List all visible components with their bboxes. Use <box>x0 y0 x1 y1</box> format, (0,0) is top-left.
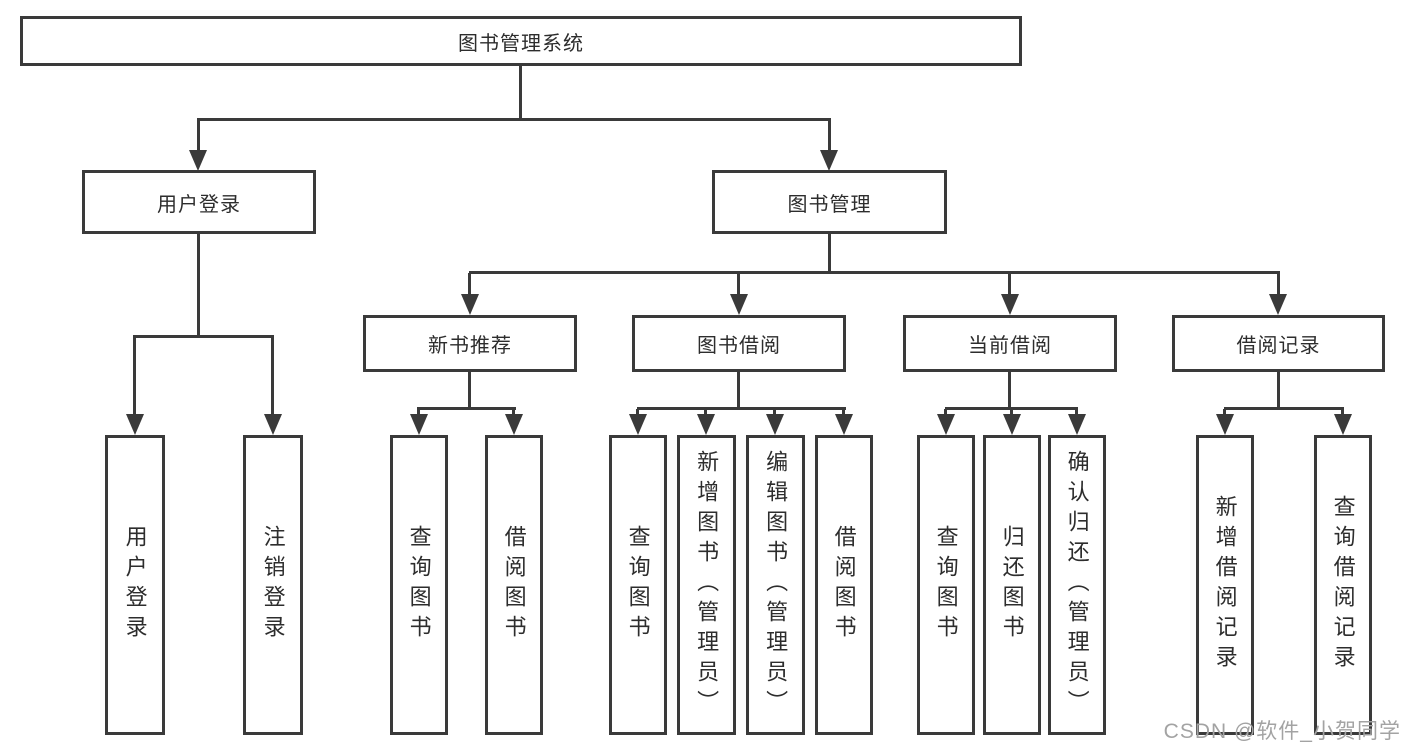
arrow-down-icon <box>820 150 838 171</box>
connector-drop-level3 <box>468 273 471 297</box>
node-leaf-add-book-admin-label: 新增图书（管理员） <box>694 450 720 720</box>
connector-drop-leaf <box>636 409 639 417</box>
connector-records-bus <box>1224 407 1344 410</box>
node-user-login: 用户登录 <box>82 170 316 234</box>
node-leaf-query-borrow-record: 查询借阅记录 <box>1314 435 1372 735</box>
connector-drop-book-management <box>828 118 831 152</box>
connector-drop-level3 <box>1277 273 1280 297</box>
node-leaf-edit-book-admin-label: 编辑图书（管理员） <box>763 450 789 720</box>
arrow-down-icon <box>505 414 523 435</box>
node-leaf-query-borrow-record-label: 查询借阅记录 <box>1330 495 1356 675</box>
connector-recommend-bus <box>417 407 516 410</box>
arrow-down-icon <box>766 414 784 435</box>
watermark-text: CSDN @软件_小贺同学 <box>1163 720 1401 743</box>
node-leaf-add-borrow-record: 新增借阅记录 <box>1196 435 1254 735</box>
arrow-down-icon <box>730 294 748 315</box>
node-book-management-label: 图书管理 <box>787 193 872 216</box>
connector-current-stem <box>1008 372 1011 409</box>
node-leaf-return-books-label: 归还图书 <box>999 525 1025 645</box>
node-leaf-query-books-recommend-label: 查询图书 <box>406 525 432 645</box>
node-leaf-borrow-books: 借阅图书 <box>815 435 873 735</box>
connector-drop-level3 <box>1008 273 1011 297</box>
arrow-down-icon <box>189 150 207 171</box>
node-borrow-records-label: 借阅记录 <box>1236 335 1321 357</box>
connector-drop-leaf <box>1223 409 1226 417</box>
connector-userlogin-stem <box>197 234 200 335</box>
node-leaf-borrow-books-label: 借阅图书 <box>831 525 857 645</box>
connector-drop-leaf <box>133 337 136 417</box>
connector-drop-leaf <box>704 409 707 417</box>
node-new-book-recommend-label: 新书推荐 <box>428 335 512 357</box>
arrow-down-icon <box>126 414 144 435</box>
node-leaf-query-books-current: 查询图书 <box>917 435 975 735</box>
connector-records-stem <box>1277 372 1280 409</box>
connector-drop-leaf <box>1010 409 1013 417</box>
node-book-borrow: 图书借阅 <box>632 315 846 372</box>
node-book-borrow-label: 图书借阅 <box>697 335 781 357</box>
connector-root-stem <box>519 64 522 120</box>
connector-drop-leaf <box>944 409 947 417</box>
arrow-down-icon <box>697 414 715 435</box>
connector-drop-leaf <box>773 409 776 417</box>
node-leaf-query-books-recommend: 查询图书 <box>390 435 448 735</box>
arrow-down-icon <box>1001 294 1019 315</box>
node-borrow-records: 借阅记录 <box>1172 315 1385 372</box>
node-leaf-return-books: 归还图书 <box>983 435 1041 735</box>
arrow-down-icon <box>937 414 955 435</box>
node-leaf-add-book-admin: 新增图书（管理员） <box>677 435 736 735</box>
node-current-borrow-label: 当前借阅 <box>968 335 1052 357</box>
arrow-down-icon <box>264 414 282 435</box>
connector-drop-user-login <box>197 118 200 152</box>
node-book-management: 图书管理 <box>712 170 947 234</box>
node-new-book-recommend: 新书推荐 <box>363 315 577 372</box>
node-leaf-logout-label: 注销登录 <box>260 525 286 645</box>
node-leaf-query-books-current-label: 查询图书 <box>933 525 959 645</box>
node-leaf-edit-book-admin: 编辑图书（管理员） <box>746 435 805 735</box>
connector-drop-level3 <box>737 273 740 297</box>
connector-borrow-bus <box>637 407 846 410</box>
node-system-root: 图书管理系统 <box>20 16 1022 66</box>
node-leaf-confirm-return-admin-label: 确认归还（管理员） <box>1064 450 1090 720</box>
connector-bookmgmt-bus <box>469 271 1280 274</box>
connector-current-bus <box>945 407 1078 410</box>
node-leaf-borrow-books-recommend-label: 借阅图书 <box>501 525 527 645</box>
arrow-down-icon <box>1216 414 1234 435</box>
connector-drop-leaf <box>842 409 845 417</box>
connector-bookmgmt-stem <box>828 234 831 273</box>
arrow-down-icon <box>461 294 479 315</box>
connector-drop-leaf <box>1075 409 1078 417</box>
connector-recommend-stem <box>468 372 471 409</box>
connector-drop-leaf <box>271 337 274 417</box>
connector-drop-leaf <box>417 409 420 417</box>
node-leaf-query-books-borrow: 查询图书 <box>609 435 667 735</box>
arrow-down-icon <box>1334 414 1352 435</box>
node-leaf-confirm-return-admin: 确认归还（管理员） <box>1048 435 1106 735</box>
node-leaf-logout: 注销登录 <box>243 435 303 735</box>
connector-borrow-stem <box>737 372 740 409</box>
node-leaf-user-login: 用户登录 <box>105 435 165 735</box>
arrow-down-icon <box>835 414 853 435</box>
connector-userlogin-bus <box>133 335 274 338</box>
arrow-down-icon <box>1269 294 1287 315</box>
connector-root-bus <box>197 118 831 121</box>
arrow-down-icon <box>1068 414 1086 435</box>
node-leaf-query-books-borrow-label: 查询图书 <box>625 525 651 645</box>
arrow-down-icon <box>1003 414 1021 435</box>
node-leaf-borrow-books-recommend: 借阅图书 <box>485 435 543 735</box>
connector-drop-leaf <box>1341 409 1344 417</box>
node-user-login-label: 用户登录 <box>157 193 241 216</box>
arrow-down-icon <box>410 414 428 435</box>
node-leaf-user-login-label: 用户登录 <box>122 525 148 645</box>
arrow-down-icon <box>629 414 647 435</box>
node-system-root-label: 图书管理系统 <box>458 32 584 55</box>
connector-drop-leaf <box>512 409 515 417</box>
node-current-borrow: 当前借阅 <box>903 315 1117 372</box>
node-leaf-add-borrow-record-label: 新增借阅记录 <box>1212 495 1238 675</box>
